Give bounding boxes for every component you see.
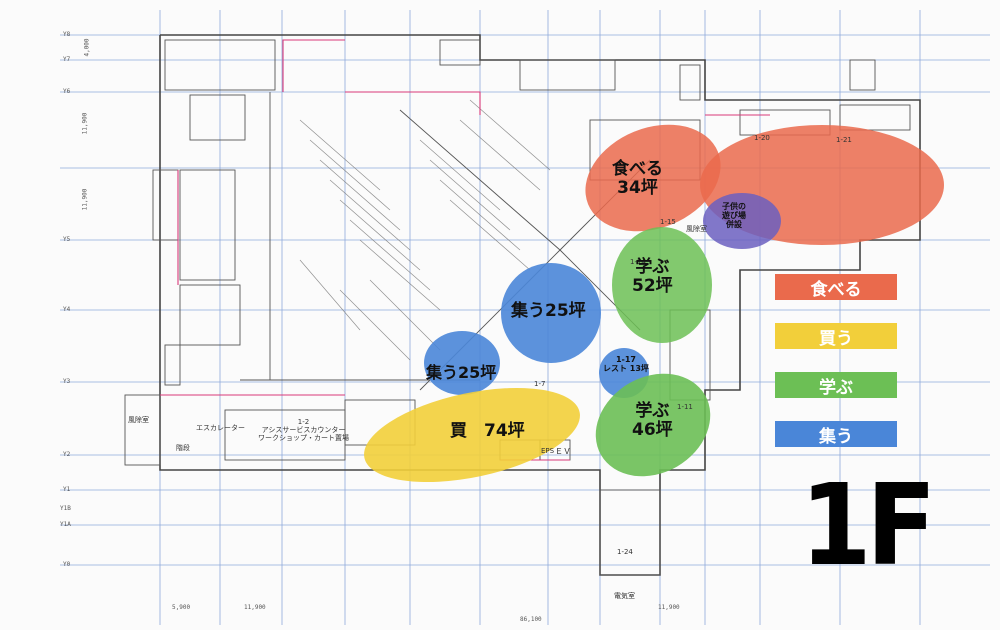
grid-label-y1: Y1 [63, 486, 71, 493]
grid-label-y7: Y7 [63, 56, 71, 63]
gather-zone-left-label: 集う25坪 [426, 363, 497, 382]
wind-room-left-label: 風除室 [128, 416, 149, 424]
room-1-15-label: 1-15 [660, 218, 676, 226]
room-1-20-label: 1-20 [754, 134, 770, 142]
gather-zone-center [501, 263, 601, 363]
learn-zone-bottom-name: 学ぶ [635, 401, 670, 421]
dim-left-1: 4,000 [83, 38, 91, 57]
grid-label-y4: Y4 [63, 306, 71, 313]
grid-label-y0: Y0 [63, 561, 71, 568]
gather-zone-small-area: レスト 13坪 [603, 363, 649, 373]
learn-zone-top-name: 学ぶ [635, 257, 670, 277]
service-counter-label: 1-2 アシスサービスカウンター ワークショップ・カート置場 [258, 418, 349, 442]
legend-buy: 買う [775, 323, 897, 349]
learn-zone-top [612, 227, 712, 343]
grid-label-y5: Y5 [63, 236, 71, 243]
eps-label: EPS [541, 447, 555, 455]
grid-label-y1a: Y1A [60, 521, 71, 528]
eat-zone-main [585, 124, 721, 232]
floor-label: 1F [800, 461, 937, 591]
dim-bottom-1: 5,900 [172, 604, 191, 611]
room-1-21-label: 1-21 [836, 136, 852, 144]
kids-area-zone [703, 193, 781, 249]
room-1-11-label: 1-11 [677, 403, 693, 411]
buy-zone-label: 買 74坪 [450, 421, 525, 441]
wind-room-right-label: 風除室 [686, 225, 707, 233]
eat-zone-name: 食べる [612, 159, 663, 179]
grid-label-y8: Y8 [63, 31, 71, 38]
room-1-7-label: 1-7 [534, 380, 546, 388]
gather-zone-small-label: 1-17 レスト 13坪 [603, 355, 649, 374]
gather-zone-small-id: 1-17 [615, 355, 636, 364]
kids-area-line1: 子供の [722, 202, 746, 211]
legend-gather: 集う [775, 421, 897, 447]
legend-eat: 食べる [775, 274, 897, 300]
grid-label-y6: Y6 [63, 88, 71, 95]
eat-zone-label: 食べる 34坪 [612, 160, 663, 197]
learn-zone-top-area: 52坪 [632, 275, 673, 296]
room-1-14-label: 1-14 [630, 258, 646, 266]
escalator-label: エスカレーター [196, 424, 245, 432]
learn-zone-bottom [595, 373, 711, 477]
zones [364, 124, 944, 483]
elec-room-label: 電気室 [614, 592, 635, 600]
kids-area-line3: 併設 [726, 219, 742, 229]
stairs-left-label: 階段 [176, 444, 190, 452]
room-1-24-label: 1-24 [617, 548, 633, 556]
service-counter-sub: ワークショップ・カート置場 [258, 434, 349, 443]
grid-label-y2: Y2 [63, 451, 71, 458]
grid-label-y3: Y3 [63, 378, 71, 385]
buy-zone [364, 387, 580, 483]
legend-learn: 学ぶ [775, 372, 897, 398]
shelving-pattern [299, 99, 551, 361]
service-counter-name: アシスサービスカウンター [261, 426, 346, 435]
eat-zone-area: 34坪 [617, 177, 658, 198]
grid-label-y1b: Y1B [60, 505, 71, 512]
dim-bottom-2: 11,900 [244, 604, 266, 611]
kids-area-line2: 遊び場 [722, 210, 746, 220]
gather-zone-left [424, 331, 500, 395]
dim-bottom-3: 11,900 [658, 604, 680, 611]
dim-left-2: 11,900 [81, 112, 89, 135]
dim-bottom-total: 86,100 [520, 616, 542, 623]
learn-zone-top-label: 学ぶ 52坪 [632, 258, 673, 295]
learn-zone-bottom-area: 46坪 [632, 419, 673, 440]
gather-zone-center-label: 集う25坪 [511, 301, 586, 321]
ev-label: ＥＶ [555, 447, 571, 456]
kids-area-label: 子供の 遊び場 併設 [722, 202, 746, 229]
service-counter-id: 1-2 [297, 418, 310, 426]
learn-zone-bottom-label: 学ぶ 46坪 [632, 402, 673, 439]
dim-left-3: 11,900 [81, 188, 89, 211]
